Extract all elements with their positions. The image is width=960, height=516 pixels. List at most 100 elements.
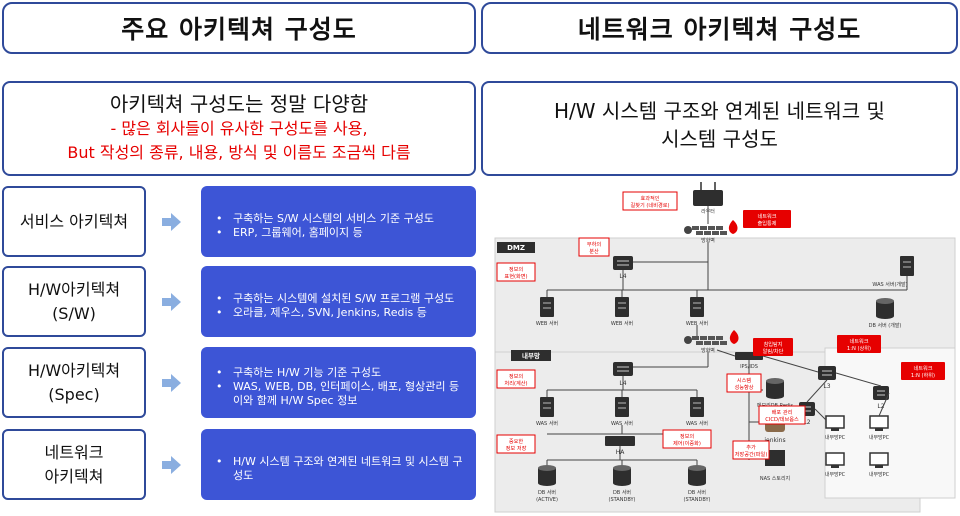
callout-route <box>622 191 678 211</box>
was-server-icon <box>540 397 554 417</box>
db-top <box>613 465 631 471</box>
was-external-icon <box>900 256 914 276</box>
firewall-brick <box>720 341 727 345</box>
connection-line <box>835 372 882 387</box>
callout-lower-text: 네트워크 <box>913 364 932 372</box>
internal-l4-icon <box>613 362 633 376</box>
architecture-label-line: 서비스 아키텍쳐 <box>19 211 129 231</box>
firewall-brick <box>716 336 723 340</box>
firewall-brick <box>700 336 707 340</box>
callout-ingress-text: 출입통제 <box>757 219 776 227</box>
db-server-role: (ACTIVE) <box>536 497 558 503</box>
firewall-brick <box>704 341 711 345</box>
firewall-brick <box>712 231 719 235</box>
db-top <box>538 465 556 471</box>
callout-process <box>496 369 536 389</box>
nas-icon <box>765 450 785 466</box>
connection-line <box>878 392 890 417</box>
callout-express-text: 표현(화면) <box>504 272 527 280</box>
callout-ips-text: 침입탐지 <box>763 340 782 348</box>
nas-label: NAS 스토리지 <box>760 475 790 482</box>
description-bullet: 오라클, 제우스, SVN, Jenkins, Redis 등 <box>213 306 468 320</box>
top-firewall-label: 방화벽 <box>701 237 715 244</box>
callout-deploy-text: CICD/데브옵스 <box>765 415 799 423</box>
callout-ips <box>753 338 793 356</box>
firewall-brick <box>708 226 715 230</box>
description-bullet: WAS, WEB, DB, 인터페이스, 배포, 형상관리 등 이와 함께 H/… <box>213 380 468 408</box>
fire-icon <box>728 220 738 234</box>
firewall-brick <box>708 336 715 340</box>
top-firewall-icon <box>692 226 727 235</box>
firewall-brick <box>700 226 707 230</box>
l2-right-label: L2 <box>877 403 884 410</box>
was-server-label: WAS 서버 <box>686 420 708 427</box>
intro-line1: 아키텍쳐 구성도는 정말 다양함 <box>109 92 369 116</box>
db-server-role: (STANDBY) <box>609 497 636 503</box>
jenkins-label: jenkins <box>763 437 785 444</box>
intro-line3: But 작성의 종류, 내용, 방식 및 이름도 조금씩 다름 <box>67 143 411 162</box>
callout-upper-text: 1:N (상위) <box>847 344 871 352</box>
pc-stand <box>831 428 839 431</box>
architecture-description: 구축하는 H/W 기능 기준 구성도WAS, WEB, DB, 인터페이스, 배… <box>201 347 476 418</box>
db-server-label: DB 서버 <box>538 489 556 496</box>
internal-pc-icon <box>825 415 845 429</box>
callout-ingress-text: 네트워크 <box>757 212 776 220</box>
callout-extra <box>732 440 770 460</box>
description-bullet: 구축하는 S/W 시스템의 서비스 기준 구성도 <box>213 212 468 226</box>
architecture-label-line: (S/W) <box>52 303 96 323</box>
connection-line <box>762 355 819 373</box>
web-server-label: WEB 서버 <box>611 320 633 327</box>
web-server-icon <box>615 297 629 317</box>
web-server-label: WEB 서버 <box>536 320 558 327</box>
web-server-icon <box>540 297 554 317</box>
dmz-label: DMZ <box>507 244 525 252</box>
callout-control <box>662 429 712 449</box>
was-server-icon <box>690 397 704 417</box>
callout-perf-text: 시스템 <box>737 377 752 384</box>
was-server-icon <box>615 397 629 417</box>
db-external-icon <box>876 301 894 316</box>
connection-line <box>814 408 827 421</box>
callout-store <box>496 434 536 454</box>
firewall-brick <box>716 226 723 230</box>
callout-upper <box>837 335 881 353</box>
callout-ingress <box>743 210 791 228</box>
internal-pc-label: 내부망PC <box>825 471 846 478</box>
firewall-brick <box>692 226 699 230</box>
architecture-label: 서비스 아키텍쳐 <box>2 186 146 257</box>
internal-pc-label: 내부망PC <box>825 434 846 441</box>
callout-deploy <box>758 405 806 425</box>
callout-lower-text: 1:N (하위) <box>911 371 935 379</box>
architecture-label-line: (Spec) <box>48 384 100 404</box>
callout-process-text: 정보의 <box>509 373 524 380</box>
architecture-label-line: 네트워크 <box>44 442 104 462</box>
callout-route-text: 효과적인 <box>640 194 659 202</box>
right-header: 네트워크 아키텍쳐 구성도 <box>481 2 958 54</box>
callout-route-text: 길찾기 (네비경로) <box>630 201 669 209</box>
left-header: 주요 아키텍쳐 구성도 <box>2 2 476 54</box>
intro-box: 아키텍쳐 구성도는 정말 다양함 - 많은 회사들이 유사한 구성도를 사용, … <box>2 81 476 176</box>
firewall-brick <box>704 231 711 235</box>
lock-icon <box>684 336 692 344</box>
db-server-icon <box>688 468 706 483</box>
lock-icon <box>684 226 692 234</box>
callout-control-text: 제어(이중화) <box>673 439 701 447</box>
db-bottom <box>766 393 784 399</box>
network-description: H/W 시스템 구조와 연계된 네트워크 및 시스템 구성도 <box>481 81 958 176</box>
internal-pc-icon <box>869 452 889 466</box>
was-external-label: WAS 서버(개발) <box>872 281 907 288</box>
callout-perf <box>726 373 762 393</box>
architecture-label-line: H/W아키텍쳐 <box>27 360 121 380</box>
firewall-brick <box>696 231 703 235</box>
architecture-row: H/W아키텍쳐 (Spec) 구축하는 H/W 기능 기준 구성도WAS, WEB,… <box>2 347 476 418</box>
architecture-label: H/W아키텍쳐(S/W) <box>2 266 146 337</box>
architecture-row: 네트워크아키텍쳐H/W 시스템 구조와 연계된 네트워크 및 시스템 구성도 <box>2 429 476 500</box>
dmz-tag <box>497 242 535 253</box>
description-bullet: 구축하는 시스템에 설치된 S/W 프로그램 구성도 <box>213 292 468 306</box>
db-top <box>876 298 894 304</box>
dmz-l4-icon <box>613 256 633 270</box>
mid-firewall-icon <box>692 336 727 345</box>
callout-control-text: 정보의 <box>680 433 695 440</box>
was-server-label: WAS 서버 <box>536 420 558 427</box>
